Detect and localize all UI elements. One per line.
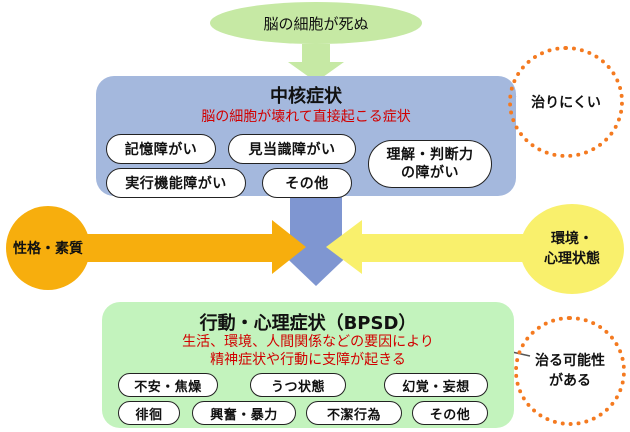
personality-label: 性格・素質 [13,241,83,257]
environment-line-1: 環境・ [551,231,593,247]
hard-to-cure-circle [508,46,624,158]
cause-label: 脳の細胞が死ぬ [263,14,369,33]
environment-line-2: 心理状態 [544,251,600,267]
core-item-other: その他 [262,168,352,198]
personality-circle: 性格・素質 [6,206,90,290]
bpsd-item-hallucination: 幻覚・妄想 [384,373,488,397]
bpsd-item-agitation: 興奮・暴力 [192,401,296,425]
bpsd-subtitle-line-1: 生活、環境、人間関係などの要因により [182,334,434,350]
green-down-arrow [288,44,344,82]
core-title: 中核症状 [270,86,342,107]
bpsd-title: 行動・心理症状（BPSD） [199,313,417,334]
bpsd-item-wandering: 徘徊 [118,401,180,425]
hard-to-cure-label: 治りにくい [531,95,601,111]
core-item-executive: 実行機能障がい [106,168,246,198]
blue-down-arrow [272,196,360,286]
bpsd-item-other: その他 [412,401,488,425]
cause-ellipse: 脳の細胞が死ぬ [210,2,422,44]
curable-label: 治る可能性 がある [514,316,626,426]
environment-circle: 環境・ 心理状態 [520,204,624,294]
curable-line-2: がある [549,373,591,389]
orange-right-arrow [80,220,306,274]
judgment-line-2: の障がい [401,165,459,181]
core-item-judgment: 理解・判断力 の障がい [368,140,492,188]
judgment-line-1: 理解・判断力 [386,147,474,163]
core-subtitle: 脳の細胞が壊れて直接起こる症状 [201,109,411,125]
core-item-memory: 記憶障がい [106,134,216,164]
core-item-orientation: 見当識障がい [228,134,356,164]
curable-line-1: 治る可能性 [535,353,605,369]
bpsd-subtitle-line-2: 精神症状や行動に支障が起きる [210,352,406,368]
bpsd-item-anxiety: 不安・焦燥 [118,373,218,397]
curable-circle [514,316,626,426]
yellow-left-arrow [326,220,536,274]
bpsd-subtitle: 生活、環境、人間関係などの要因により 精神症状や行動に支障が起きる [102,333,514,369]
bpsd-item-unsanitary: 不潔行為 [306,401,402,425]
bpsd-item-depression: うつ状態 [250,373,346,397]
